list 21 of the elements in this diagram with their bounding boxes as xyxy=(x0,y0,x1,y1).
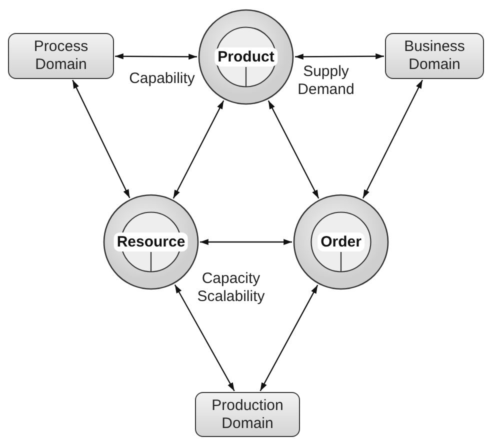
relation-label: Capability xyxy=(128,70,196,88)
node-label: Resource xyxy=(114,232,188,252)
domain-box: Production Domain xyxy=(195,392,300,437)
double-arrow xyxy=(268,100,320,199)
double-arrow xyxy=(115,53,197,60)
double-arrow xyxy=(174,284,235,392)
node-label: Product xyxy=(214,48,278,66)
domain-circle xyxy=(293,194,389,290)
double-arrow xyxy=(295,53,384,60)
domain-circle xyxy=(198,9,294,105)
double-arrow xyxy=(200,239,292,245)
double-arrow xyxy=(172,100,224,199)
relation-label: Capacity Scalability xyxy=(196,270,266,306)
domain-circle xyxy=(103,194,199,290)
double-arrow xyxy=(362,80,423,198)
double-arrow xyxy=(72,80,130,198)
relation-label: Supply Demand xyxy=(296,63,356,99)
node-label: Order xyxy=(318,232,364,252)
domain-box: Business Domain xyxy=(385,33,484,79)
domain-box: Process Domain xyxy=(8,33,114,79)
double-arrow xyxy=(260,284,318,392)
